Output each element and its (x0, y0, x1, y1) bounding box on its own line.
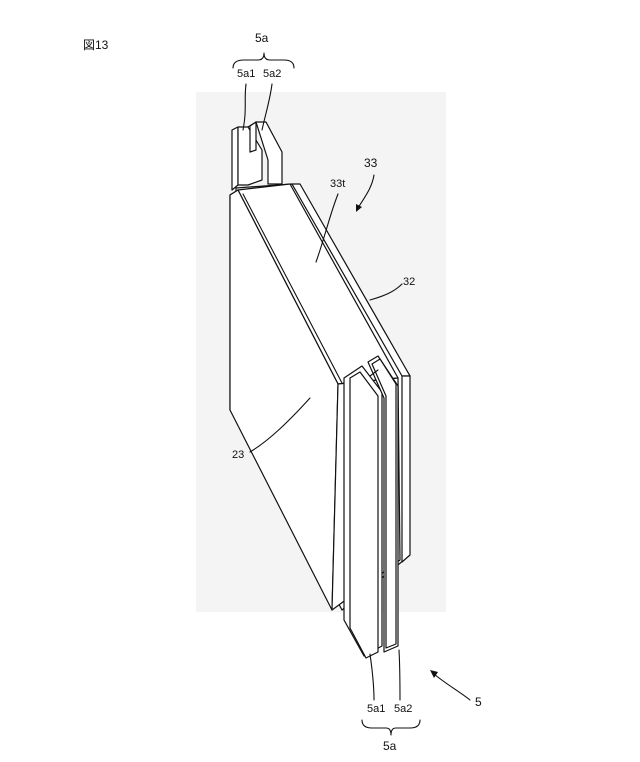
label-5: 5 (475, 695, 482, 709)
bottom-tab-5a1 (350, 372, 378, 658)
leader-5 (434, 674, 470, 700)
top-brace (233, 53, 294, 68)
label-top-5a2: 5a2 (263, 68, 281, 80)
top-tab-5a2-side (250, 122, 256, 152)
label-32: 32 (403, 276, 415, 288)
bottom-brace (362, 720, 420, 735)
label-33t: 33t (330, 178, 345, 190)
figure-number: 図13 (83, 38, 109, 52)
label-33: 33 (364, 156, 378, 170)
label-bottom-5a1: 5a1 (367, 703, 385, 715)
leader-bottom-5a1 (370, 654, 374, 700)
label-top-5a1: 5a1 (237, 68, 255, 80)
label-top-5a: 5a (255, 31, 269, 45)
label-23: 23 (232, 449, 244, 461)
label-bottom-5a2: 5a2 (394, 703, 412, 715)
top-tab-5a1-side (232, 127, 238, 190)
leader-bottom-5a2 (399, 650, 400, 700)
label-bottom-5a: 5a (383, 739, 397, 753)
side-plate-right-edge (402, 376, 410, 562)
